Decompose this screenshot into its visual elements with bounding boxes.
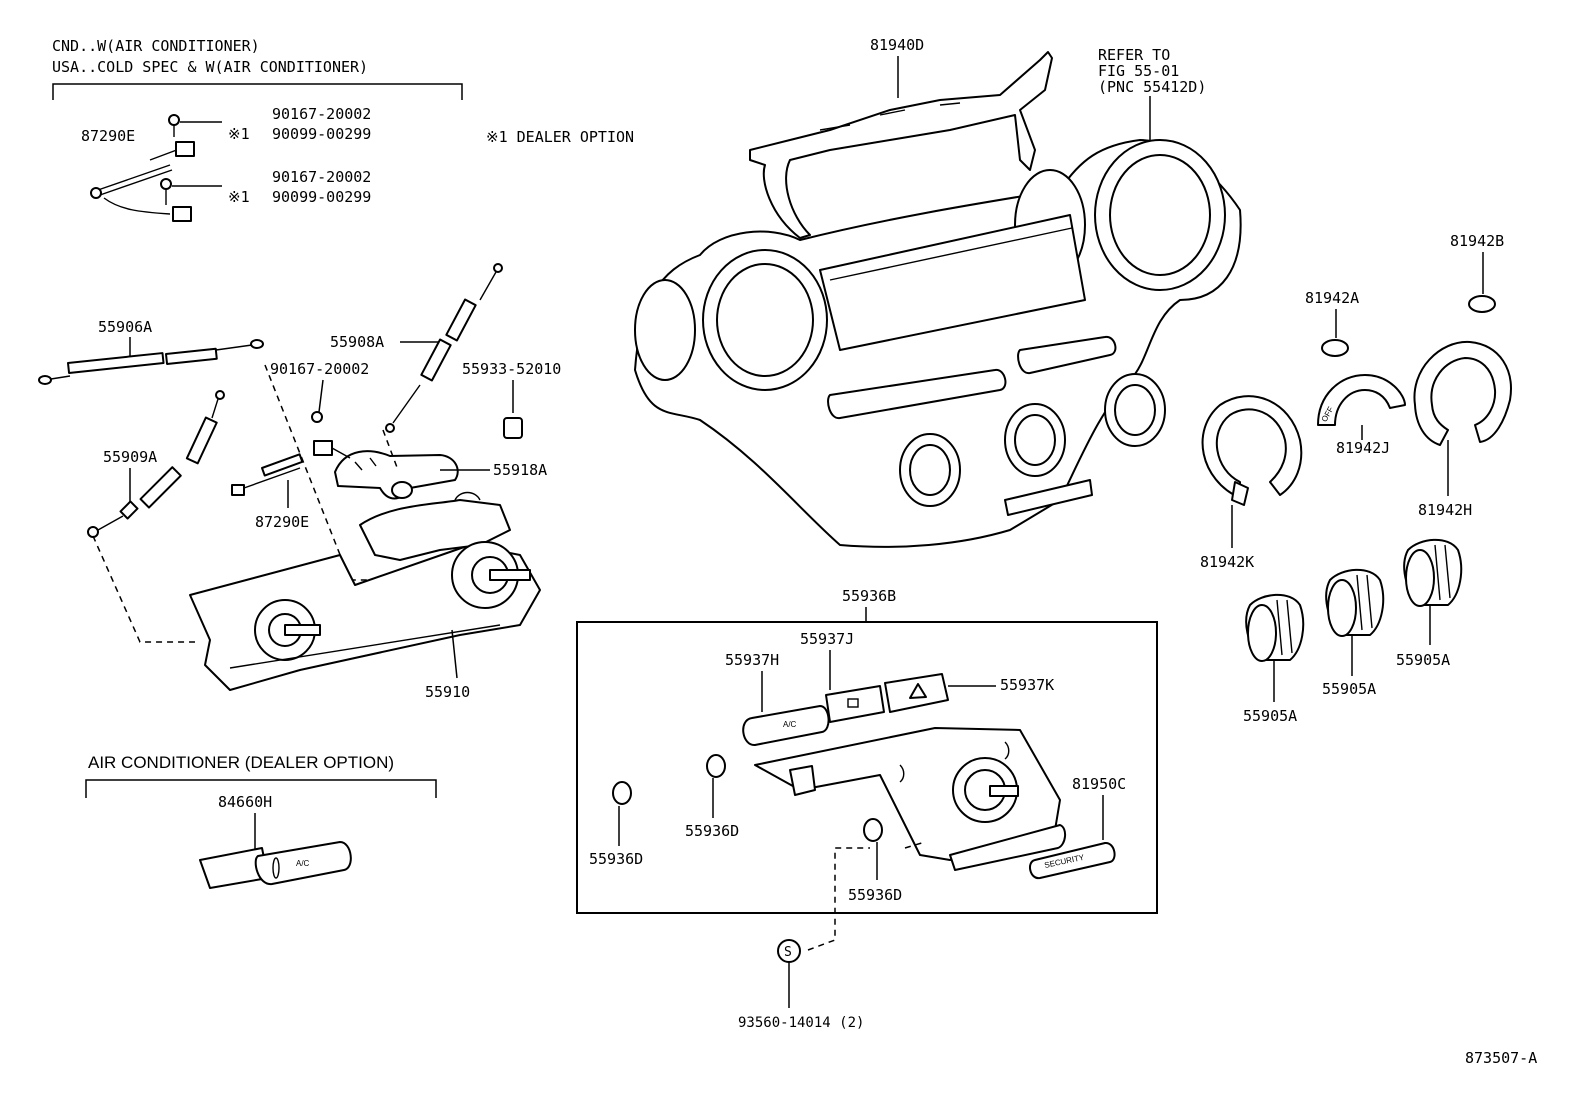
screw-90167-c (311, 411, 323, 423)
part-55905a-knob-mid (1325, 568, 1385, 637)
label-55936d-c: 55936D (848, 886, 902, 904)
label-55933: 55933-52010 (462, 360, 561, 378)
label-84660h: 84660H (218, 793, 272, 811)
label-55937j: 55937J (800, 630, 854, 648)
part-55937h-ac-button: A/C (742, 705, 830, 747)
leader-90167-c (318, 379, 324, 413)
clip-55933 (503, 417, 523, 439)
part-81942a-badge (1321, 339, 1349, 357)
label-81942k: 81942K (1200, 553, 1254, 571)
ac-section-bracket (85, 779, 437, 798)
leader-55910 (451, 629, 458, 679)
label-55936b: 55936B (842, 587, 896, 605)
part-81942h-dial-ring (1413, 340, 1512, 446)
dash-guide-55908a (382, 429, 399, 471)
part-87290e-lower (231, 440, 351, 496)
label-55908a: 55908A (330, 333, 384, 351)
label-87290e-bot: 87290E (255, 513, 309, 531)
part-dash-bezel (634, 139, 1242, 548)
label-55937k: 55937K (1000, 676, 1054, 694)
note-refer-1: REFER TO (1098, 46, 1170, 64)
dash-guide-screw (807, 847, 870, 951)
label-90167-c: 90167-20002 (270, 360, 369, 378)
part-81942k-ring (1201, 395, 1303, 506)
part-55937k-hazard-button (884, 673, 949, 713)
label-55910: 55910 (425, 683, 470, 701)
label-90167-a: 90167-20002 (272, 105, 371, 123)
label-55905a-b: 55905A (1322, 680, 1376, 698)
note-cnd: CND..W(AIR CONDITIONER) (52, 37, 260, 55)
part-55905a-knob-right (1403, 538, 1463, 607)
bulb-55936d-c (863, 818, 883, 842)
part-55909a-cable (87, 390, 225, 538)
label-90099-b: 90099-00299 (272, 188, 371, 206)
part-55937j-defog-button (825, 685, 885, 723)
note-usa: USA..COLD SPEC & W(AIR CONDITIONER) (52, 58, 368, 76)
part-81940d-bracket (749, 51, 1053, 239)
part-55918a-lever (334, 450, 459, 500)
mark1-a: ※1 (228, 125, 250, 143)
label-55936d-b: 55936D (685, 822, 739, 840)
part-87290e-top (90, 114, 195, 222)
screw-s-letter: S (784, 945, 792, 960)
note-dealer-option: ※1 DEALER OPTION (486, 128, 634, 146)
label-90167-b: 90167-20002 (272, 168, 371, 186)
part-55936b-switch-housing (754, 727, 1066, 871)
top-left-bracket (52, 83, 463, 100)
label-55909a: 55909A (103, 448, 157, 466)
label-55937h: 55937H (725, 651, 779, 669)
part-55908a-cable (385, 263, 503, 433)
part-55910-control-assembly (189, 491, 541, 691)
bulb-55936d-a (612, 781, 632, 805)
part-55906a-cable (38, 339, 264, 385)
label-55918a: 55918A (493, 461, 547, 479)
part-55905a-knob-left (1245, 593, 1305, 662)
part-84660h-ac-switch: A/C (199, 841, 352, 889)
mark1-b: ※1 (228, 188, 250, 206)
label-55906a: 55906A (98, 318, 152, 336)
label-81940d: 81940D (870, 36, 924, 54)
label-81942b: 81942B (1450, 232, 1504, 250)
dash-guide-55909a (92, 535, 195, 643)
switch-box-frame (576, 621, 1158, 914)
label-81942h: 81942H (1418, 501, 1472, 519)
part-81950c-security-plate: SECURITY (1028, 842, 1116, 880)
label-81942j: 81942J (1336, 439, 1390, 457)
label-81950c: 81950C (1072, 775, 1126, 793)
ac-switch-label: A/C (296, 859, 310, 868)
label-93560: 93560-14014 (2) (738, 1015, 864, 1031)
label-87290e-top: 87290E (81, 127, 135, 145)
label-90099-a: 90099-00299 (272, 125, 371, 143)
ac-section-title: AIR CONDITIONER (DEALER OPTION) (88, 753, 394, 772)
label-55905a-a: 55905A (1243, 707, 1297, 725)
bulb-55936d-b (706, 754, 726, 778)
part-81942b-badge (1468, 295, 1496, 313)
figure-id: 873507-A (1465, 1049, 1537, 1067)
ac-button-label: A/C (783, 720, 797, 729)
note-refer-3: (PNC 55412D) (1098, 78, 1206, 96)
label-81942a: 81942A (1305, 289, 1359, 307)
dash-guide-screw-b (904, 841, 926, 849)
note-refer-2: FIG 55-01 (1098, 62, 1179, 80)
label-55936d-a: 55936D (589, 850, 643, 868)
part-81942j-dial-plate: OFF (1317, 374, 1406, 426)
label-55905a-c: 55905A (1396, 651, 1450, 669)
